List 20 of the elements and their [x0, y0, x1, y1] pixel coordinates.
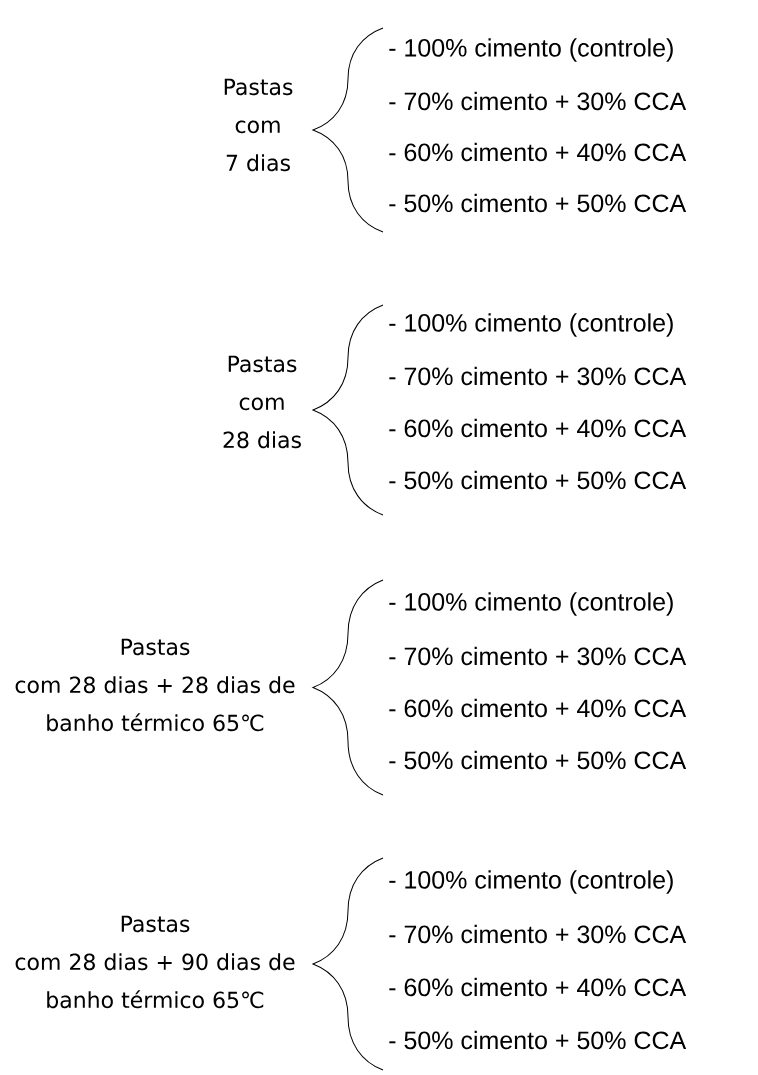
- list-item: - 60% cimento + 40% CCA: [389, 977, 687, 997]
- group-label: Pastas com 28 dias + 90 dias de banho térmico 65℃: [15, 915, 295, 1009]
- list-item: - 70% cimento + 30% CCA: [389, 924, 687, 944]
- list-item: - 60% cimento + 40% CCA: [389, 142, 687, 162]
- list-item: - 50% cimento + 50% CCA: [389, 750, 687, 770]
- group-label: Pastas com 28 dias + 28 dias de banho térmico 65℃: [15, 638, 295, 732]
- list-item: - 100% cimento (controle): [389, 870, 673, 894]
- list-item: - 60% cimento + 40% CCA: [389, 698, 687, 718]
- list-item: - 50% cimento + 50% CCA: [389, 1030, 687, 1050]
- list-item: - 60% cimento + 40% CCA: [389, 418, 687, 438]
- list-item: - 50% cimento + 50% CCA: [389, 470, 687, 490]
- list-item: - 70% cimento + 30% CCA: [389, 646, 687, 666]
- list-item: - 100% cimento (controle): [389, 38, 673, 62]
- list-item: - 70% cimento + 30% CCA: [389, 366, 687, 386]
- group-label: Pastas com 28 dias: [223, 355, 301, 449]
- list-item: - 100% cimento (controle): [389, 592, 673, 616]
- list-item: - 100% cimento (controle): [389, 313, 673, 337]
- group-label: Pastas com 7 dias: [224, 78, 293, 172]
- list-item: - 50% cimento + 50% CCA: [389, 193, 687, 213]
- list-item: - 70% cimento + 30% CCA: [389, 91, 687, 111]
